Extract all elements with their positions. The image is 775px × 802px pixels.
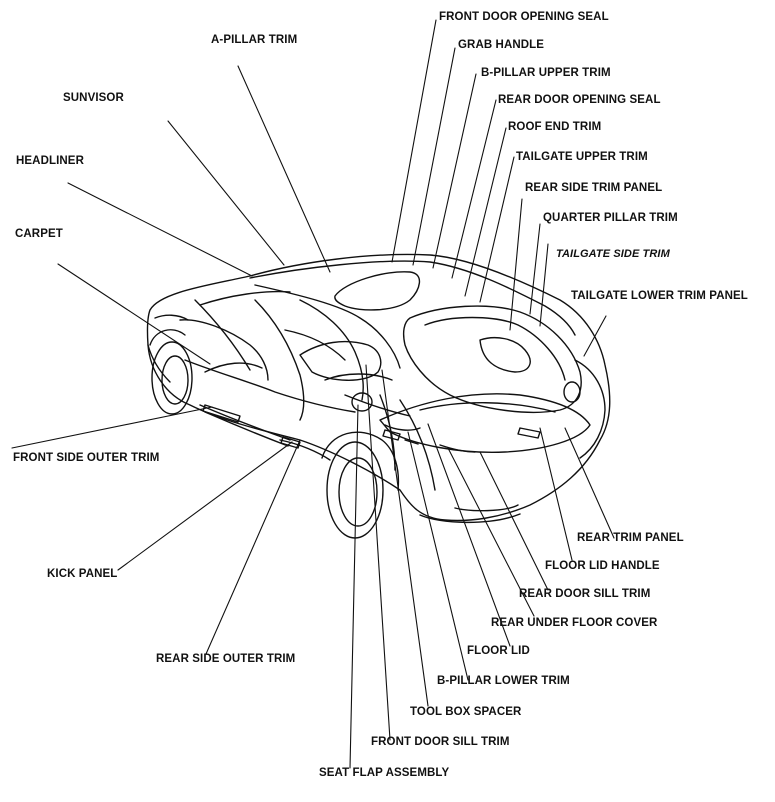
label-rear-side-outer-trim: REAR SIDE OUTER TRIM <box>156 653 296 665</box>
leader-headliner <box>67 182 253 277</box>
label-a-pillar-trim: A-PILLAR TRIM <box>211 34 298 46</box>
leader-rear-trim-panel <box>564 427 615 539</box>
leader-rear-door-opening-seal <box>451 99 497 279</box>
leader-sunvisor <box>167 120 285 266</box>
label-rear-door-opening-seal: REAR DOOR OPENING SEAL <box>498 94 661 106</box>
leader-tool-box-spacer <box>381 369 429 707</box>
leader-rear-under-floor-cover <box>447 447 535 617</box>
label-rear-door-sill-trim: REAR DOOR SILL TRIM <box>519 588 651 600</box>
leader-floor-lid-handle <box>539 427 573 561</box>
label-grab-handle: GRAB HANDLE <box>458 39 545 51</box>
label-tailgate-upper-trim: TAILGATE UPPER TRIM <box>516 151 648 163</box>
label-rear-trim-panel: REAR TRIM PANEL <box>577 532 684 544</box>
label-floor-lid-handle: FLOOR LID HANDLE <box>545 560 660 572</box>
label-kick-panel: KICK PANEL <box>47 568 118 580</box>
leader-b-pillar-upper-trim <box>432 73 477 269</box>
leader-tailgate-side-trim <box>539 243 549 327</box>
label-seat-flap-assembly: SEAT FLAP ASSEMBLY <box>319 767 450 779</box>
label-tailgate-side-trim: TAILGATE SIDE TRIM <box>556 248 670 260</box>
leader-a-pillar-trim <box>237 65 331 273</box>
label-tailgate-lower-trim-panel: TAILGATE LOWER TRIM PANEL <box>571 290 748 302</box>
label-quarter-pillar-trim: QUARTER PILLAR TRIM <box>543 212 678 224</box>
leader-rear-side-trim-panel <box>509 198 523 331</box>
label-front-side-outer-trim: FRONT SIDE OUTER TRIM <box>13 452 160 464</box>
leader-lines <box>11 19 615 769</box>
leader-tailgate-upper-trim <box>479 156 515 303</box>
label-tool-box-spacer: TOOL BOX SPACER <box>410 706 522 718</box>
label-b-pillar-upper-trim: B-PILLAR UPPER TRIM <box>481 67 611 79</box>
leader-carpet <box>57 263 211 365</box>
label-rear-under-floor-cover: REAR UNDER FLOOR COVER <box>491 617 658 629</box>
leader-rear-side-outer-trim <box>205 439 301 655</box>
leader-quarter-pillar-trim <box>529 223 541 315</box>
leader-front-door-sill-trim <box>365 364 391 741</box>
label-front-door-opening-seal: FRONT DOOR OPENING SEAL <box>439 11 609 23</box>
leader-front-side-outer-trim <box>11 406 213 449</box>
leader-front-door-opening-seal <box>391 19 437 263</box>
label-headliner: HEADLINER <box>16 155 84 167</box>
leader-grab-handle <box>412 47 456 266</box>
leader-b-pillar-lower-trim <box>407 431 469 681</box>
label-front-door-sill-trim: FRONT DOOR SILL TRIM <box>371 736 510 748</box>
label-floor-lid: FLOOR LID <box>467 645 530 657</box>
label-rear-side-trim-panel: REAR SIDE TRIM PANEL <box>525 182 663 194</box>
leader-tailgate-lower-trim-panel <box>583 315 607 357</box>
leader-roof-end-trim <box>464 127 507 297</box>
label-sunvisor: SUNVISOR <box>63 92 124 104</box>
leader-rear-door-sill-trim <box>479 451 549 591</box>
leader-kick-panel <box>117 441 293 571</box>
label-b-pillar-lower-trim: B-PILLAR LOWER TRIM <box>437 675 570 687</box>
leader-seat-flap-assembly <box>349 404 359 769</box>
leader-floor-lid <box>427 423 511 647</box>
label-carpet: CARPET <box>15 228 63 240</box>
label-roof-end-trim: ROOF END TRIM <box>508 121 602 133</box>
vehicle-body-drawing <box>146 253 611 539</box>
